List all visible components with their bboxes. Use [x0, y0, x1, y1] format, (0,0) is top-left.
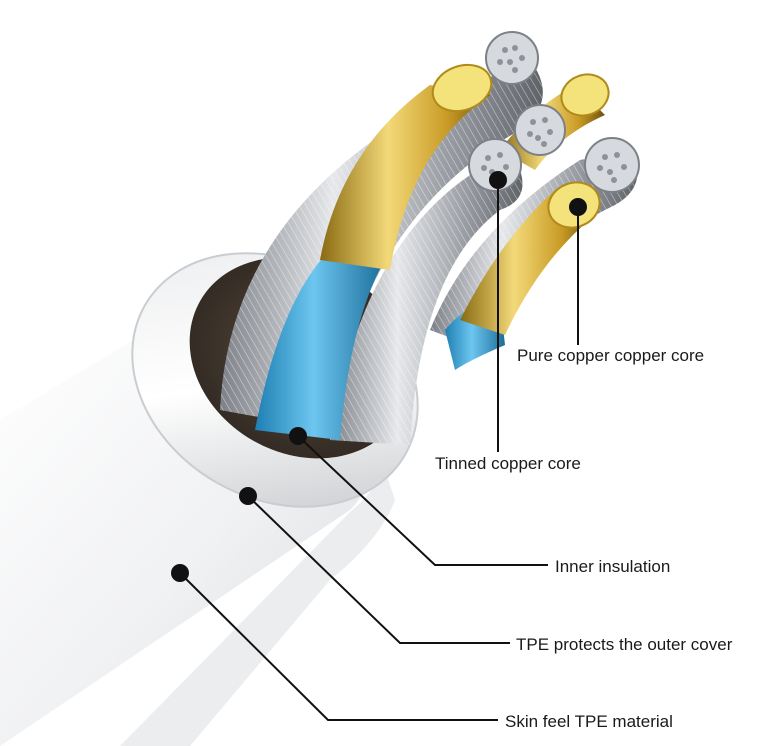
label-outer-cover: TPE protects the outer cover [516, 635, 733, 654]
pure-copper-tip-left [431, 63, 493, 113]
tinned-tip-right [584, 137, 640, 193]
pure-copper-conductor-left [320, 85, 490, 270]
strand-dots [481, 45, 627, 183]
callout-dot-pure-copper [569, 198, 587, 216]
tinned-tip-top [485, 31, 539, 85]
callout-dot-inner-insulation [289, 427, 307, 445]
label-skin-material: Skin feel TPE material [505, 712, 673, 731]
pure-copper-tip-top [560, 73, 610, 117]
tinned-tip-middle [514, 104, 566, 156]
tinned-strand-middle-texture [330, 170, 523, 445]
leader-line-skin-material [179, 572, 498, 721]
jacket-shadow [120, 470, 395, 746]
inner-insulation-sleeve [255, 250, 385, 440]
tinned-tip-left [468, 138, 522, 192]
callout-dot-skin-material [171, 564, 189, 582]
label-pure-copper-core: Pure copper copper core [517, 346, 705, 365]
leader-line-inner-insulation [297, 435, 548, 566]
callout-dot-tinned-copper [489, 171, 507, 189]
callout-dot-outer-cover [239, 487, 257, 505]
label-tinned-copper-core: Tinned copper core [435, 454, 581, 473]
label-inner-insulation: Inner insulation [555, 557, 671, 576]
leader-line-outer-cover [247, 495, 510, 644]
